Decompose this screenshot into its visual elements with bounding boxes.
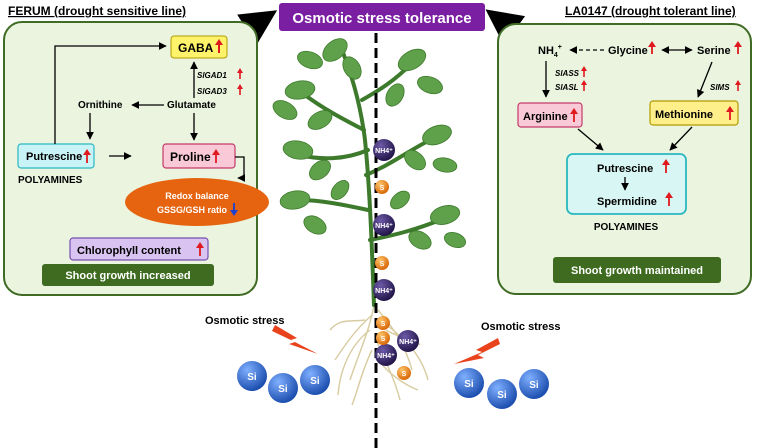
putrescine-label-right: Putrescine [597,163,653,175]
svg-text:NH4⁺: NH4⁺ [399,339,417,346]
svg-text:Si: Si [529,380,539,391]
gene-slgad1: SlGAD1 [197,71,227,80]
svg-text:Si: Si [247,372,257,383]
redox-down-arrow-icon [230,203,238,216]
polyamines-label-right: POLYAMINES [594,222,659,233]
ornithine-label: Ornithine [78,100,123,111]
putrescine-right-up-arrow-icon [662,159,670,173]
putrescine-box [17,143,95,169]
chlorophyll-up-arrow-icon [196,242,204,256]
slgad1-up-arrow-icon [237,68,243,79]
svg-text:Si: Si [497,390,507,401]
shoot-growth-maintained-label: Shoot growth maintained [571,265,703,277]
svg-text:NH4⁺: NH4⁺ [377,353,395,360]
si-ball-left: Si [237,361,267,391]
slasl-up-arrow-icon [581,80,587,91]
nh4-badge: NH4⁺ [397,330,419,352]
glutamate-label: Glutamate [167,100,216,111]
gaba-up-arrow-icon [215,39,223,53]
svg-text:NH4⁺: NH4⁺ [375,288,393,295]
lightning-left-icon [272,325,318,354]
si-ball-right: Si [454,368,484,398]
proline-label: Proline [170,150,211,164]
title-banner [279,3,485,31]
spermidine-label: Spermidine [597,196,657,208]
svg-text:S: S [402,371,407,378]
nh4-badge: NH4⁺ [375,344,397,366]
s-badge: S [376,331,390,345]
proline-box [162,143,236,169]
serine-label: Serine [697,45,731,57]
chlorophyll-label: Chlorophyll content [77,245,181,257]
svg-text:NH4⁺: NH4⁺ [375,148,393,155]
gene-slms: SlMS [710,83,730,92]
svg-text:NH4⁺: NH4⁺ [375,223,393,230]
slgad3-up-arrow-icon [237,84,243,95]
spermidine-up-arrow-icon [665,192,673,206]
methionine-up-arrow-icon [726,106,734,120]
redox-line1: Redox balance [165,191,229,201]
plant-illustration [272,38,467,406]
osmotic-stress-label-right: Osmotic stress [481,321,560,333]
svg-text:Si: Si [278,384,288,395]
svg-text:S: S [381,321,386,328]
right-panel-header: LA0147 (drought tolerant line) [565,4,736,18]
proline-up-arrow-icon [212,149,220,163]
left-panel-header: FERUM (drought sensitive line) [8,4,186,18]
nh4-label: NH4+ [538,44,562,59]
glycine-label: Glycine [608,45,648,57]
methionine-label: Methionine [655,109,713,121]
lightning-right-icon [454,338,500,364]
svg-text:Si: Si [464,379,474,390]
gene-slass: SlASS [555,69,580,78]
putrescine-up-arrow-icon [83,149,91,163]
redox-line2: GSSG/GSH ratio [157,205,228,215]
osmotic-stress-label-left: Osmotic stress [205,315,284,327]
svg-text:S: S [380,185,385,192]
polyamines-label-left: POLYAMINES [18,175,83,186]
methionine-box [649,100,739,126]
chlorophyll-box [69,237,209,261]
slms-up-arrow-icon [735,80,741,91]
title-text: Osmotic stress tolerance [292,10,471,27]
svg-text:S: S [380,261,385,268]
s-badge: S [375,180,389,194]
si-ball-left: Si [300,365,330,395]
arginine-box [517,102,583,128]
nh4-badge: NH4⁺ [373,214,395,236]
serine-up-arrow-icon [734,41,742,54]
gaba-label: GABA [178,41,214,55]
svg-text:S: S [381,336,386,343]
glycine-up-arrow-icon [648,41,656,54]
si-ball-left: Si [268,373,298,403]
shoot-growth-maintained-box [553,257,721,283]
si-ball-right: Si [487,379,517,409]
shoot-growth-increased-label: Shoot growth increased [65,270,190,282]
putrescine-label-left: Putrescine [26,151,82,163]
nh4-badge: NH4⁺ [373,279,395,301]
gene-slgad3: SlGAD3 [197,87,227,96]
s-badge: S [397,366,411,380]
shoot-growth-increased-box [42,264,214,286]
svg-text:Si: Si [310,376,320,387]
gene-slasl: SlASL [555,83,579,92]
s-badge: S [376,316,390,330]
arginine-up-arrow-icon [570,108,578,122]
s-badge: S [375,256,389,270]
redox-ellipse [125,178,269,226]
arginine-label: Arginine [523,111,568,123]
nh4-badge: NH4⁺ [373,139,395,161]
gaba-box [170,35,228,59]
slass-up-arrow-icon [581,66,587,77]
si-ball-right: Si [519,369,549,399]
